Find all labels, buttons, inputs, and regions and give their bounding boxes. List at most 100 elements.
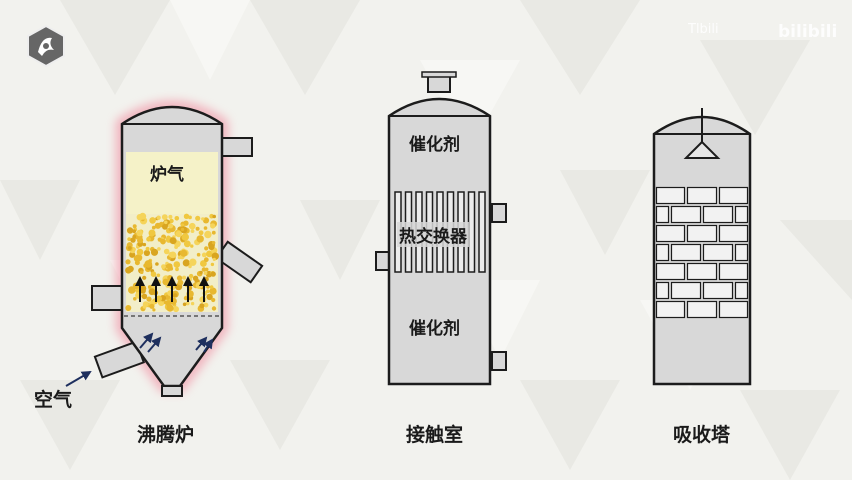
ore-granule bbox=[166, 304, 174, 312]
ore-granule bbox=[142, 242, 147, 247]
ore-granule bbox=[166, 235, 171, 240]
ore-granule bbox=[162, 223, 168, 230]
ore-granule bbox=[206, 284, 210, 289]
ore-granule bbox=[173, 306, 179, 313]
ore-granule bbox=[203, 271, 208, 275]
ore-granule bbox=[176, 275, 183, 281]
ore-granule bbox=[209, 285, 214, 289]
ore-granule bbox=[192, 275, 199, 281]
ore-granule bbox=[211, 306, 217, 311]
absorption-tower bbox=[652, 108, 752, 386]
ore-granule bbox=[201, 252, 207, 258]
ore-granule bbox=[125, 267, 132, 274]
ore-granule bbox=[175, 230, 182, 238]
catalyst-bottom-label: 催化剂 bbox=[409, 319, 460, 339]
air-label: 空气 bbox=[34, 389, 73, 411]
packing-brick bbox=[655, 205, 670, 224]
packing-brick bbox=[734, 281, 749, 300]
packing-bricks bbox=[655, 186, 749, 319]
ore-granule bbox=[195, 226, 200, 231]
ore-granule bbox=[183, 240, 191, 248]
furnace-gas-label: 炉气 bbox=[150, 165, 184, 185]
ore-granule bbox=[188, 273, 194, 279]
packing-brick bbox=[686, 186, 718, 205]
ore-granule bbox=[196, 252, 201, 257]
ore-granule bbox=[133, 255, 141, 262]
ore-granule bbox=[151, 225, 156, 230]
ore-granule bbox=[212, 214, 216, 219]
ore-granule bbox=[201, 217, 205, 221]
contact-chamber-name: 接触室 bbox=[406, 424, 464, 446]
ore-granule bbox=[199, 270, 203, 275]
packing-brick bbox=[686, 224, 718, 243]
ore-granule bbox=[203, 302, 209, 308]
ore-granule bbox=[132, 224, 137, 229]
ore-granule bbox=[139, 285, 147, 292]
watermark-left: Tlbili bbox=[688, 22, 719, 37]
ore-granule bbox=[164, 220, 168, 225]
ore-granule bbox=[132, 229, 136, 233]
ore-granule bbox=[195, 281, 203, 290]
ore-granule bbox=[177, 279, 184, 286]
ore-granule bbox=[156, 215, 161, 220]
ore-granule bbox=[206, 293, 213, 301]
ore-granule bbox=[182, 275, 187, 280]
heat-exchanger-tube bbox=[478, 191, 486, 273]
ore-granule bbox=[209, 287, 217, 295]
ore-granule bbox=[208, 243, 215, 251]
ore-granule bbox=[148, 229, 156, 237]
ore-granule bbox=[150, 271, 157, 278]
ore-granule bbox=[152, 308, 156, 312]
ore-granule bbox=[168, 223, 174, 229]
ore-granule bbox=[149, 303, 155, 309]
ore-granule bbox=[211, 230, 216, 235]
packing-brick bbox=[702, 205, 734, 224]
ore-granule bbox=[210, 262, 215, 267]
ore-granule bbox=[190, 244, 194, 248]
ore-granule bbox=[182, 259, 190, 267]
ore-granule bbox=[198, 230, 204, 236]
packing-brick bbox=[718, 300, 749, 319]
ore-granule bbox=[136, 214, 143, 221]
ore-granule bbox=[127, 237, 132, 242]
ore-granule bbox=[157, 247, 161, 251]
ore-granule bbox=[133, 297, 137, 301]
packing-brick bbox=[686, 300, 718, 319]
ore-granule bbox=[165, 300, 172, 307]
absorption-tower-name: 吸收塔 bbox=[673, 424, 731, 446]
packing-brick bbox=[734, 205, 749, 224]
ore-granule bbox=[143, 249, 150, 257]
furnace-up-arrows bbox=[135, 276, 209, 302]
watermark-bilibili: bilibili bbox=[778, 22, 838, 42]
furnace-gas-outlet-pipe bbox=[221, 137, 253, 157]
packing-brick bbox=[702, 281, 734, 300]
ore-granule bbox=[212, 257, 216, 261]
ore-granule bbox=[180, 227, 185, 232]
ore-granule bbox=[189, 258, 197, 266]
ore-granule bbox=[125, 259, 131, 265]
ore-granule bbox=[128, 286, 136, 294]
ore-granule bbox=[132, 234, 137, 239]
ore-granule bbox=[183, 213, 190, 219]
ore-granule bbox=[185, 301, 190, 306]
ore-granule bbox=[132, 282, 140, 289]
ore-granule bbox=[206, 250, 213, 258]
channel-logo bbox=[24, 24, 68, 72]
packing-brick bbox=[734, 243, 749, 262]
packing-brick bbox=[655, 243, 670, 262]
ore-granule bbox=[168, 251, 174, 258]
ore-granule bbox=[139, 270, 144, 275]
packing-brick bbox=[670, 205, 702, 224]
packing-brick bbox=[655, 224, 686, 243]
ore-granule bbox=[125, 305, 132, 311]
sprayer-cone bbox=[683, 140, 721, 159]
furnace-gas-zone bbox=[126, 152, 218, 216]
ore-granule bbox=[204, 230, 212, 239]
ore-granule bbox=[201, 267, 207, 272]
ore-granule bbox=[200, 260, 207, 267]
ore-granule bbox=[155, 295, 162, 302]
ore-granule bbox=[190, 229, 195, 234]
air-flow-arrows bbox=[65, 332, 214, 387]
ore-granule bbox=[183, 296, 188, 301]
ore-granule bbox=[127, 246, 132, 250]
